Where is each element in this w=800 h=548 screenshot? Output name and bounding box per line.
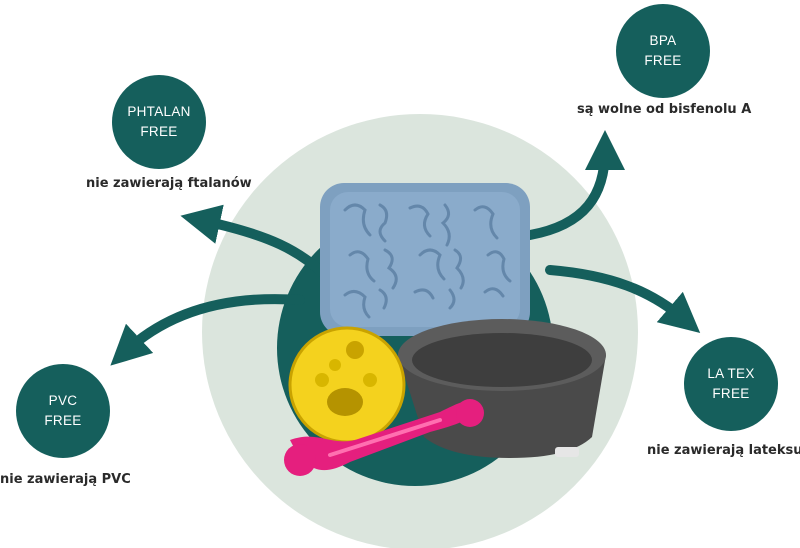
arrow-to-phtalan [180, 204, 335, 285]
arrow-to-bpa [525, 130, 625, 240]
arrow-to-latex [545, 265, 701, 334]
phtalan-free-badge: PHTALAN FREE [112, 75, 206, 169]
phtalan-badge-line2: FREE [140, 124, 178, 139]
pvc-badge-line2: FREE [44, 413, 82, 428]
pvc-free-badge: PVC FREE [16, 364, 110, 458]
latex-free-badge: LA TEX FREE [684, 337, 778, 431]
food-bowl [398, 319, 606, 458]
latex-badge-line1: LA TEX [707, 366, 755, 381]
treat-ball [288, 326, 406, 444]
arrow-to-pvc [110, 294, 305, 366]
bpa-badge-line2: FREE [644, 53, 682, 68]
bpa-badge-line1: BPA [649, 33, 677, 48]
latex-badge-line2: FREE [712, 386, 750, 401]
latex-caption: nie zawierają lateksu [647, 443, 800, 458]
phtalan-caption: nie zawierają ftalanów [86, 176, 252, 191]
lick-mat [320, 183, 530, 336]
pvc-badge-line1: PVC [48, 393, 78, 408]
pvc-caption: nie zawierają PVC [0, 472, 131, 487]
chew-bone [284, 399, 484, 476]
bpa-free-badge: BPA FREE [616, 4, 710, 98]
phtalan-badge-line1: PHTALAN [127, 104, 191, 119]
bpa-caption: są wolne od bisfenolu A [577, 102, 752, 117]
